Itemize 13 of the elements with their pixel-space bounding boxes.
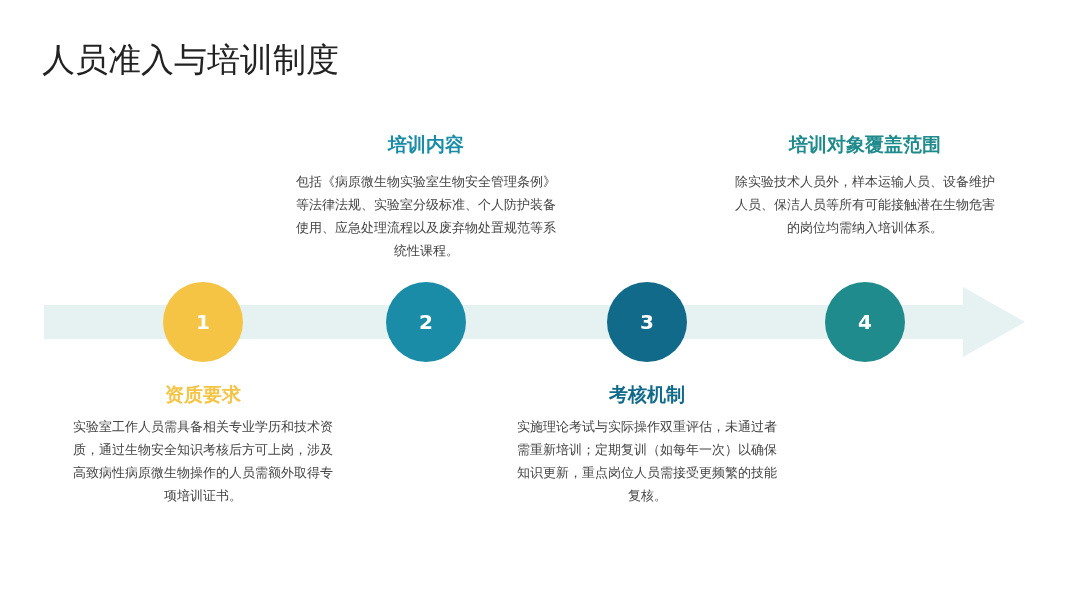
step-circle: 1 <box>163 282 243 362</box>
step-circle: 3 <box>607 282 687 362</box>
step-heading: 考核机制 <box>608 382 686 407</box>
step-heading: 培训内容 <box>386 132 465 157</box>
step-description: 实验室工作人员需具备相关专业学历和技术资质，通过生物安全知识考核后方可上岗，涉及高致病性病原微生物操作的人员需额外取得专项培训证书。 <box>73 418 333 505</box>
step-description: 实施理论考试与实际操作双重评估，未通过者需重新培训；定期复训（如每年一次）以确保知识更新，重点岗位人员需接受更频繁的技能复核。 <box>517 418 777 505</box>
page-title: 人员准入与培训制度 <box>42 39 339 81</box>
step-circle: 4 <box>825 282 905 362</box>
step-heading: 培训对象覆盖范围 <box>787 132 942 157</box>
step-heading: 资质要求 <box>164 382 242 407</box>
step-description: 除实验技术人员外，样本运输人员、设备维护人员、保洁人员等所有可能接触潜在生物危害的岗位均需纳入培训体系。 <box>735 173 995 237</box>
step-circle: 2 <box>386 282 466 362</box>
step-description: 包括《病原微生物实验室生物安全管理条例》等法律法规、实验室分级标准、个人防护装备使用、应急处理流程以及废弃物处置规范等系统性课程。 <box>296 173 556 260</box>
